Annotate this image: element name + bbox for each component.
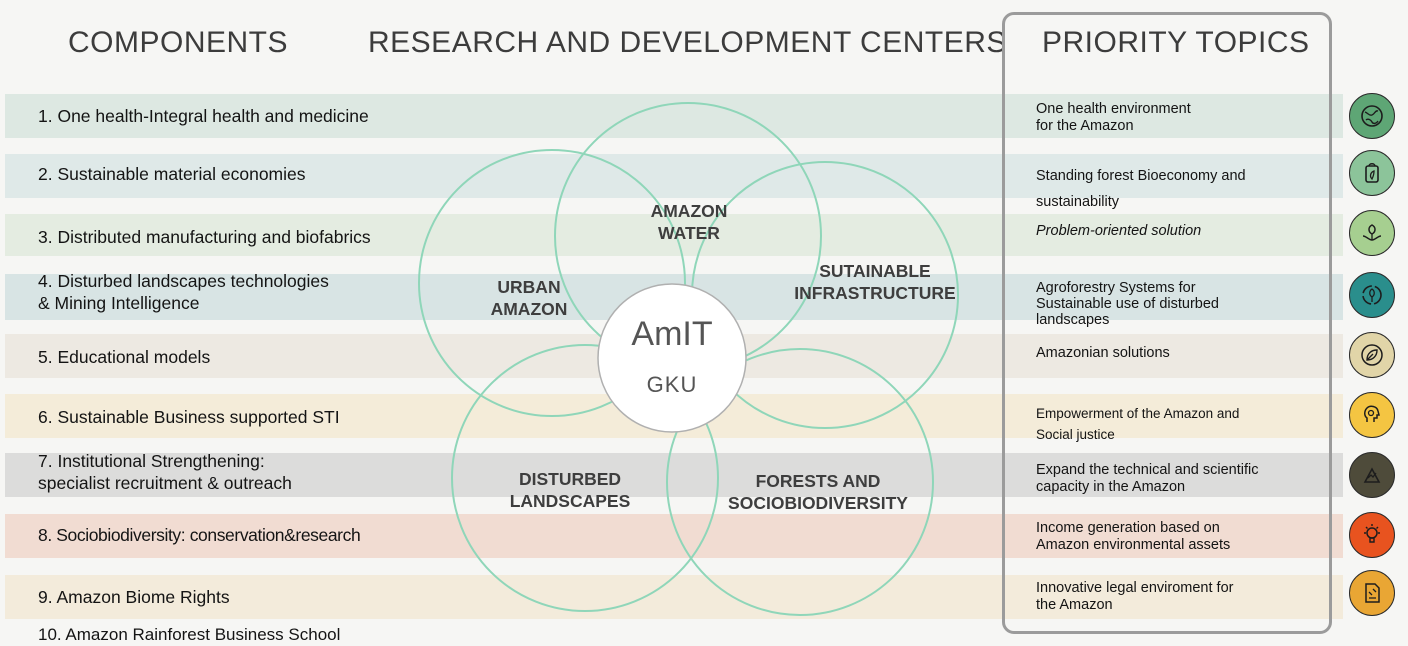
center-forests-sociobiodiversity: FORESTS AND SOCIOBIODIVERSITY: [728, 471, 908, 513]
eco-bag-icon: [1349, 150, 1395, 196]
idea-head-icon: [1349, 392, 1395, 438]
component-band-8: [5, 514, 1343, 558]
component-band-2: [5, 154, 1343, 198]
priority-topics-box: [1002, 12, 1332, 634]
topic-7: Expand the technical and scientific capa…: [1036, 462, 1259, 495]
component-2: 2. Sustainable material economies: [38, 164, 306, 184]
topic-9: Innovative legal enviroment for the Amaz…: [1036, 580, 1234, 613]
core-subtitle: GKU: [646, 372, 698, 397]
recycle-leaf-icon: [1349, 272, 1395, 318]
globe-icon: [1349, 93, 1395, 139]
component-6: 6. Sustainable Business supported STI: [38, 407, 340, 427]
topic-2: Standing forest Bioeconomy and sustainab…: [1036, 168, 1246, 210]
component-band-1: [5, 94, 1343, 138]
core-title: AmIT: [631, 315, 713, 353]
topic-6: Empowerment of the Amazon and Social jus…: [1036, 406, 1240, 442]
circle-forests: [666, 348, 934, 616]
center-amazon-water: AMAZON WATER: [650, 201, 728, 243]
leaf-hands-icon: [1349, 210, 1395, 256]
core-circle: [597, 283, 747, 433]
component-5: 5. Educational models: [38, 347, 211, 367]
legal-document-icon: [1349, 570, 1395, 616]
component-1: 1. One health-Integral health and medici…: [38, 106, 369, 126]
topic-4: Agroforestry Systems for Sustainable use…: [1036, 280, 1219, 328]
priority-header: PRIORITY TOPICS: [1042, 26, 1310, 59]
component-7: 7. Institutional Strengthening: speciali…: [38, 451, 292, 493]
topic-5: Amazonian solutions: [1036, 345, 1170, 361]
lightbulb-icon: [1349, 512, 1395, 558]
center-disturbed-landscapes: DISTURBED LANDSCAPES: [509, 469, 631, 511]
center-sustainable-infrastructure: SUTAINABLE INFRASTRUCTURE: [794, 261, 956, 303]
centers-header: RESEARCH AND DEVELOPMENT CENTERS: [368, 26, 1007, 59]
circle-disturbed: [451, 344, 719, 612]
component-4: 4. Disturbed landscapes technologies & M…: [38, 271, 329, 313]
topic-3: Problem-oriented solution: [1036, 223, 1202, 239]
component-8: 8. Sociobiodiversity: conservation&resea…: [38, 525, 361, 545]
component-10: 10. Amazon Rainforest Business School: [38, 625, 341, 644]
circle-urban: [418, 149, 686, 417]
component-band-9: [5, 575, 1343, 619]
component-9: 9. Amazon Biome Rights: [38, 587, 230, 607]
center-urban-amazon: URBAN AMAZON: [490, 277, 568, 319]
component-band-7: [5, 453, 1343, 497]
growth-chart-icon: [1349, 452, 1395, 498]
topic-8: Income generation based on Amazon enviro…: [1036, 520, 1231, 553]
components-header: COMPONENTS: [68, 26, 289, 59]
topic-1: One health environment for the Amazon: [1036, 101, 1191, 134]
eco-leaf-icon: [1349, 332, 1395, 378]
component-3: 3. Distributed manufacturing and biofabr…: [38, 227, 371, 247]
component-band-3: [5, 214, 1343, 256]
